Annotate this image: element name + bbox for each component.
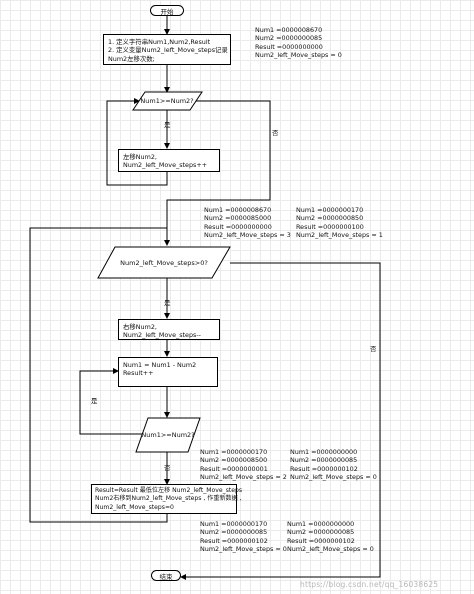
loop-final-back [29, 227, 168, 523]
decision3-no-label: 否 [164, 464, 171, 472]
shift-right-line-1: 右移Num2, [123, 323, 157, 331]
note-6-line-4: Num2_left_Move_steps = 0 [200, 544, 287, 553]
start-label: 开始 [160, 7, 174, 16]
shift-right-box: 右移Num2, Num2_left_Move_steps-- [118, 319, 220, 340]
shift-left-line-2: Num2_left_Move_steps++ [123, 161, 208, 170]
note-1: Num1 =0000008670 Num2 =0000000085 Result… [255, 26, 342, 59]
note-1-line-3: Result =0000000000 [255, 42, 323, 51]
note-4-line-3: Result =0000000001 [200, 464, 268, 473]
note-3-line-1: Num1 =0000000170 [296, 206, 364, 214]
subtract-box: Num1 = Num1 - Num2 Result++ [118, 357, 218, 387]
shift-right-line-2: Num2_left_Move_steps-- [123, 331, 201, 340]
note-2-line-4: Num2_left_Move_steps = 3 [204, 230, 291, 239]
note-5-line-2: Num2 =0000000085 [290, 456, 358, 465]
note-6-line-3: Result =0000000102 [200, 536, 268, 545]
note-7-line-2: Num2 =0000000085 [287, 528, 355, 537]
arrow-decision2-no [180, 262, 381, 580]
init-line-3: Num2左移次数; [108, 54, 155, 63]
note-3-line-2: Num2 =0000000850 [296, 214, 364, 223]
decision3-shape [135, 417, 201, 453]
init-line-2: 2. 定义变量Num2_left_Move_steps记录 [108, 46, 228, 55]
note-4: Num1 =0000000170 Num2 =0000008500 Result… [200, 448, 287, 481]
note-4-line-1: Num1 =0000000170 [200, 448, 268, 456]
final-line-3: Num2_left_Move_steps=0 [95, 503, 174, 511]
note-5-line-4: Num2_left_Move_steps = 0 [290, 472, 377, 481]
note-2: Num1 =0000008670 Num2 =0000085000 Result… [204, 206, 291, 239]
note-5: Num1 =0000000000 Num2 =0000000085 Result… [290, 448, 377, 481]
note-3-line-3: Result =0000000100 [296, 222, 364, 231]
final-line-2: Num2右移到Num2_left_Move_steps , 作重新数据 , [95, 495, 242, 503]
note-7-line-3: Result =0000000102 [287, 536, 355, 545]
decision1-label: Num1>=Num2? [140, 97, 194, 105]
decision1-yes-label: 是 [164, 121, 171, 129]
loop-decision3-yes [79, 368, 142, 435]
final-process-box: Result=Result 最低位左移 Num2_left_Move_steps… [91, 484, 243, 514]
note-6-line-1: Num1 =0000000170 [200, 520, 268, 528]
end-node: 结束 [151, 570, 181, 581]
note-5-line-3: Result =0000000102 [290, 464, 358, 473]
subtract-line-1: Num1 = Num1 - Num2 [123, 361, 197, 369]
note-4-line-4: Num2_left_Move_steps = 2 [200, 472, 287, 481]
note-6-line-2: Num2 =0000000085 [200, 528, 268, 537]
note-2-line-1: Num1 =0000008670 [204, 206, 272, 214]
note-3: Num1 =0000000170 Num2 =0000000850 Result… [296, 206, 383, 239]
decision2-label: Num2_left_Move_steps>0? [120, 259, 208, 267]
note-5-line-1: Num1 =0000000000 [290, 448, 358, 456]
subtract-line-2: Result++ [123, 369, 154, 378]
decision3-label: Num1>=Num2? [141, 431, 195, 439]
note-7: Num1 =0000000000 Num2 =0000000085 Result… [287, 520, 374, 553]
decision2-shape [97, 246, 231, 279]
note-6: Num1 =0000000170 Num2 =0000000085 Result… [200, 520, 287, 553]
note-7-line-1: Num1 =0000000000 [287, 520, 355, 528]
note-1-line-2: Num2 =0000000085 [255, 34, 323, 43]
note-2-line-3: Result =0000000000 [204, 222, 272, 231]
decision1-no-label: 否 [272, 129, 279, 137]
note-3-line-4: Num2_left_Move_steps = 1 [296, 230, 383, 239]
note-2-line-2: Num2 =0000085000 [204, 214, 272, 223]
init-line-1: 1. 定义字符串Num1,Num2,Result [108, 38, 211, 46]
init-process-box: 1. 定义字符串Num1,Num2,Result 2. 定义变量Num2_lef… [103, 34, 231, 65]
shift-left-box: 左移Num2, Num2_left_Move_steps++ [118, 149, 220, 172]
final-line-1: Result=Result 最低位左移 Num2_left_Move_steps [95, 487, 243, 494]
decision3-yes-label: 是 [91, 397, 98, 405]
note-4-line-2: Num2 =0000008500 [200, 456, 268, 465]
arrow-decision1-no [164, 100, 271, 246]
note-1-line-1: Num1 =0000008670 [255, 26, 323, 34]
loop-shift-left-back [106, 98, 168, 186]
shift-left-line-1: 左移Num2, [123, 153, 157, 161]
watermark-text: https://blog.csdn.net/qq_16038625 [300, 580, 439, 589]
note-1-line-4: Num2_left_Move_steps = 0 [255, 50, 342, 59]
start-node: 开始 [150, 5, 184, 16]
decision2-yes-label: 是 [164, 299, 171, 307]
note-7-line-4: Num2_left_Move_steps = 0 [287, 544, 374, 553]
end-label: 结束 [159, 572, 173, 581]
decision1-shape [132, 91, 203, 111]
decision2-no-label: 否 [370, 345, 377, 353]
